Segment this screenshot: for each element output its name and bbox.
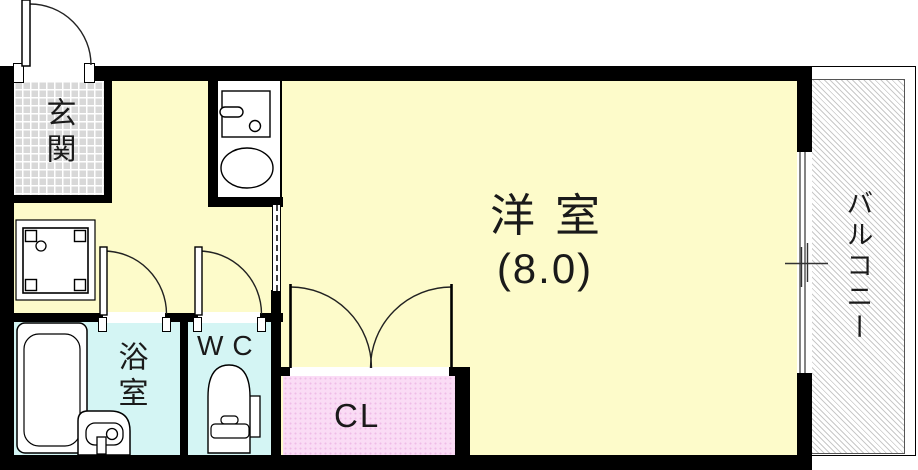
wall: [280, 81, 282, 197]
toilet-label: WC: [197, 330, 262, 361]
bathroom-sink-icon: [77, 410, 131, 456]
wall: [0, 66, 14, 470]
door-jamb: [84, 63, 95, 83]
wall: [281, 367, 290, 376]
entrance-door: [21, 0, 92, 67]
balcony-window-icon: [785, 152, 828, 373]
washbasin-unit-icon: [219, 90, 274, 189]
wall: [449, 367, 455, 376]
wall: [208, 197, 283, 207]
entrance-step-edge: [14, 195, 112, 203]
toilet-door-opening: [198, 312, 260, 323]
wall: [797, 66, 812, 152]
wall: [104, 81, 112, 203]
main-room-label: 洋室 (8.0): [415, 192, 675, 291]
entrance-tile-floor: [14, 81, 104, 195]
closet-double-door: [289, 284, 453, 369]
sliding-partition: [272, 205, 281, 291]
wall: [95, 66, 812, 81]
wall: [208, 81, 218, 207]
balcony-hatch: [812, 79, 905, 454]
wall: [180, 322, 188, 455]
main-room-size: (8.0): [496, 245, 594, 293]
door-jamb: [193, 317, 202, 332]
entrance-label: 玄関: [41, 97, 75, 169]
wall: [455, 367, 470, 455]
entrance-door-opening: [23, 64, 85, 82]
closet-opening: [290, 367, 449, 376]
door-jamb: [162, 317, 171, 332]
toilet-door: [194, 246, 263, 316]
main-room-name: 洋室: [489, 190, 620, 241]
balcony-label: バルコニー: [842, 189, 873, 344]
bathroom-door-opening: [103, 312, 165, 323]
bathtub-icon: [16, 322, 88, 454]
bathroom-label: 浴室: [113, 341, 147, 413]
closet-floor: [283, 376, 455, 455]
washing-machine-pan-icon: [15, 219, 96, 301]
door-jamb: [257, 317, 266, 332]
wall: [797, 373, 812, 455]
wall: [271, 290, 281, 455]
toilet-icon: [207, 364, 261, 454]
wall: [0, 455, 812, 470]
door-jamb: [98, 317, 107, 332]
door-jamb: [13, 63, 24, 83]
closet-label: CL: [334, 397, 381, 434]
bathroom-door: [99, 246, 168, 316]
